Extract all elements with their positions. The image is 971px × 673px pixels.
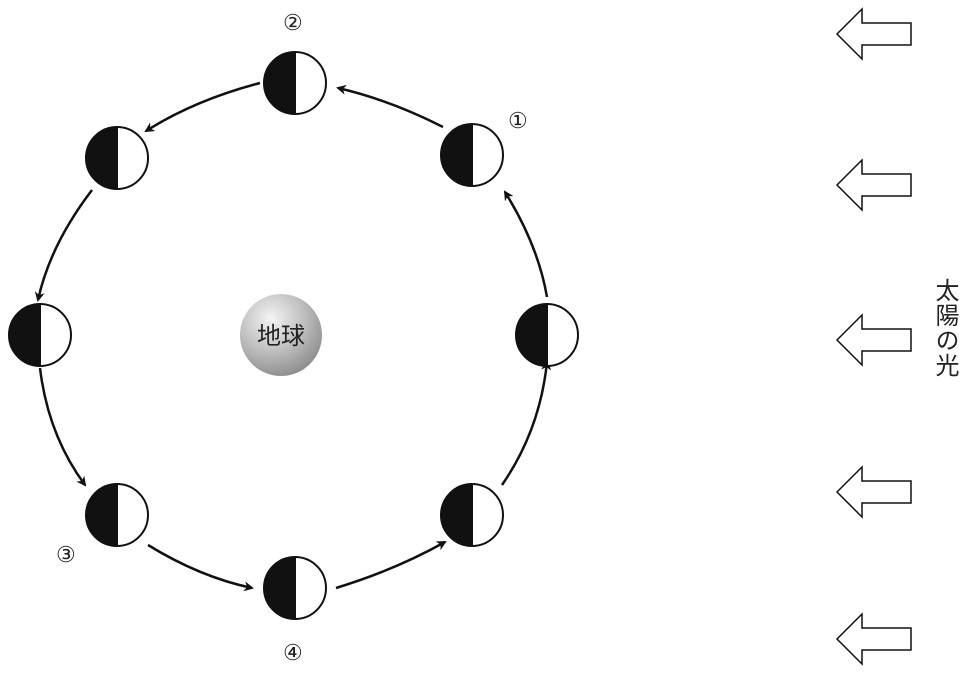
sunlight-arrow-icon (837, 9, 911, 59)
orbit-arrow (505, 192, 547, 297)
sunlight-arrows (837, 9, 911, 664)
moon-2 (264, 52, 326, 114)
sunlight-arrow-icon (837, 160, 911, 210)
sunlight-label: 太陽の光 (930, 278, 960, 378)
moon-left (9, 304, 71, 366)
moon-1-label: ① (508, 109, 528, 134)
orbit-arrow (502, 362, 547, 485)
sunlight-arrow-icon (837, 315, 911, 365)
sunlight-arrow-icon (837, 467, 911, 517)
earth-label: 地球 (257, 322, 305, 350)
moon-2-label: ② (283, 11, 303, 36)
moon-lower-right (441, 484, 503, 546)
orbit-arrow (336, 542, 445, 588)
moon-1 (441, 124, 503, 186)
orbit-arrow (338, 88, 443, 127)
orbit-arrow (38, 190, 92, 300)
moon-4-label: ④ (283, 641, 303, 666)
orbit-arrow (146, 83, 260, 131)
moon-right (516, 304, 578, 366)
moon-3-label: ③ (56, 543, 76, 568)
moon-3 (86, 484, 148, 546)
earth: 地球 (240, 294, 322, 376)
moon-upper-left (86, 127, 148, 189)
moon-4 (264, 557, 326, 619)
sunlight-arrow-icon (837, 614, 911, 664)
orbit-arrow (148, 545, 252, 588)
orbit-arrow (40, 368, 85, 485)
